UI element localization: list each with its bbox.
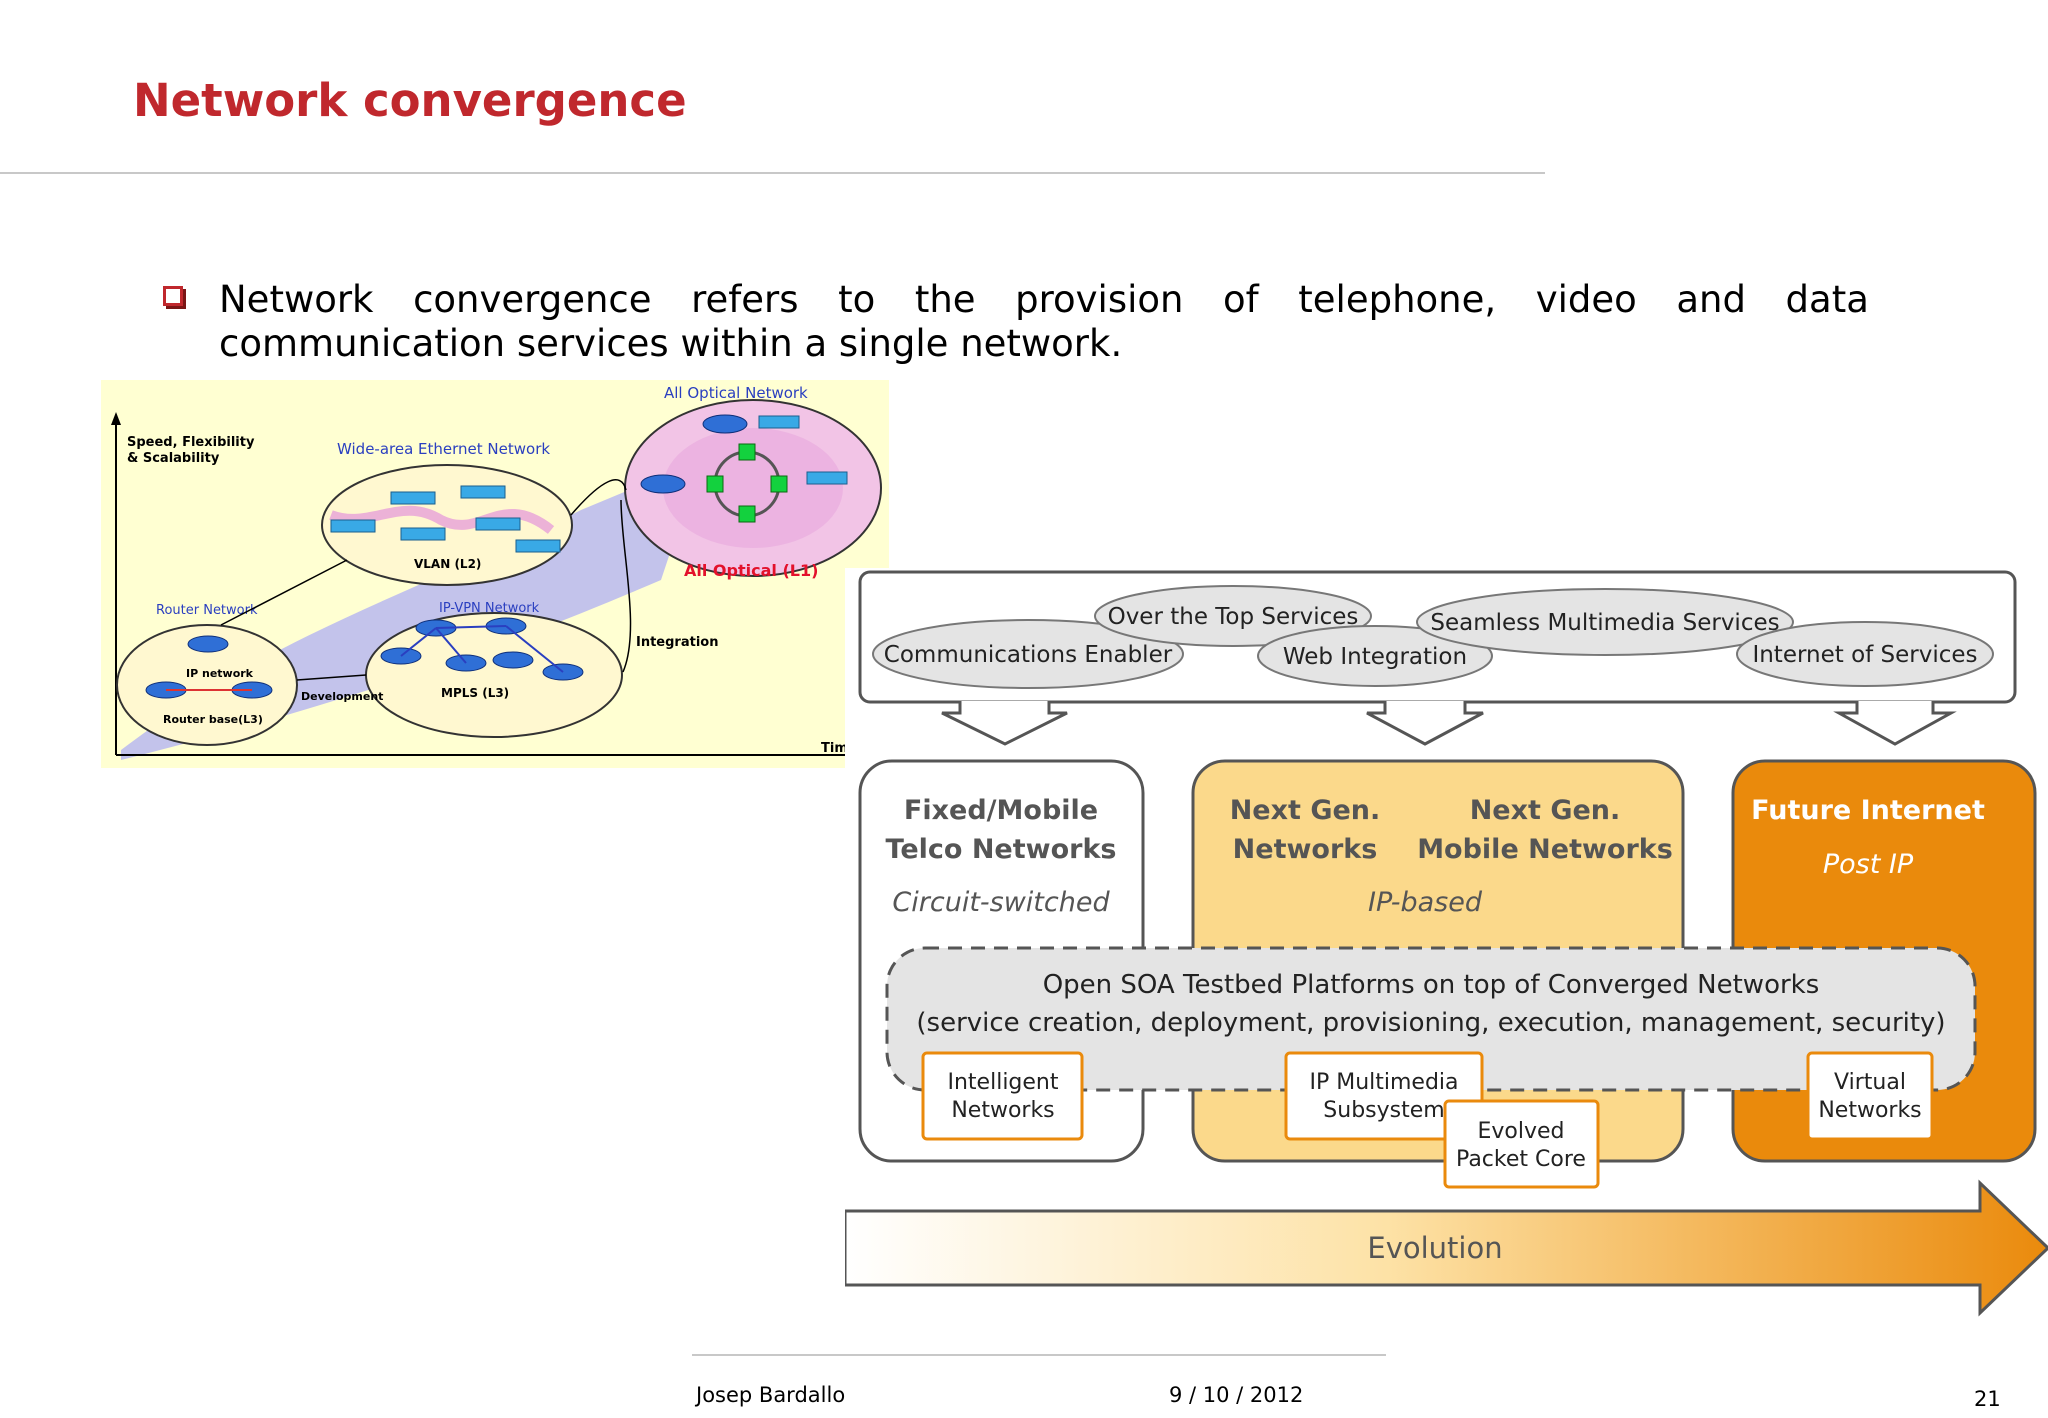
footer-divider: [692, 1354, 1386, 1356]
router-label: Router base(L3): [163, 713, 263, 726]
virtual-networks-2: Networks: [1818, 1098, 1921, 1123]
virtual-networks-1: Virtual: [1834, 1070, 1906, 1095]
router-title: Router Network: [156, 603, 258, 618]
bullet-paragraph: Network convergence refers to the provis…: [219, 278, 1869, 366]
bullet-line-2: communication services within a single n…: [219, 322, 1123, 365]
word: data: [1785, 278, 1869, 321]
y-axis-label: Speed, Flexibility: [127, 435, 255, 450]
future-subtitle: Post IP: [1823, 849, 1914, 880]
mpls-label: MPLS (L3): [441, 686, 509, 700]
integration-label: Integration: [636, 635, 718, 650]
fixed-title-1: Fixed/Mobile: [904, 795, 1098, 826]
intelligent-networks-1: Intelligent: [948, 1070, 1059, 1095]
optical-label: All Optical (L1): [684, 561, 818, 580]
footer-author: Josep Bardallo: [696, 1383, 846, 1407]
service-bubble-ott: Over the Top Services: [1108, 604, 1359, 630]
epc-1: Evolved: [1477, 1119, 1564, 1144]
network-evolution-figure: Speed, Flexibility & Scalability Tim Wid…: [101, 380, 889, 768]
service-bubble-internet: Internet of Services: [1752, 642, 1977, 668]
footer-date: 9 / 10 / 2012: [1169, 1383, 1304, 1407]
y-axis-label-2: & Scalability: [127, 451, 220, 466]
x-axis-label: Tim: [821, 741, 848, 756]
word: video: [1535, 278, 1637, 321]
optical-title: All Optical Network: [664, 384, 808, 402]
ip-subtitle: IP-based: [1368, 887, 1483, 918]
checkbox-bullet-icon: [163, 286, 183, 306]
epc-2: Packet Core: [1456, 1147, 1586, 1172]
fixed-subtitle: Circuit-switched: [892, 887, 1110, 918]
word: to: [838, 278, 876, 321]
service-bubble-multimedia: Seamless Multimedia Services: [1430, 610, 1779, 636]
slide-title: Network convergence: [133, 74, 687, 127]
word: telephone,: [1298, 278, 1497, 321]
page-number: 21: [1974, 1387, 2001, 1411]
bullet-line-1: Network convergence refers to the provis…: [219, 278, 1869, 322]
ngn-title-2: Networks: [1233, 834, 1378, 865]
ipvpn-title: IP-VPN Network: [439, 601, 540, 616]
development-label: Development: [301, 690, 383, 703]
convergence-evolution-figure: Communications Enabler Over the Top Serv…: [845, 568, 2048, 1318]
word: provision: [1015, 278, 1184, 321]
router-inner-label: IP network: [186, 667, 254, 680]
vlan-label: VLAN (L2): [414, 557, 481, 571]
soa-line-2: (service creation, deployment, provision…: [916, 1008, 1945, 1038]
ethernet-title: Wide-area Ethernet Network: [337, 440, 550, 458]
future-title: Future Internet: [1751, 795, 1985, 826]
title-divider: [0, 172, 1545, 174]
evolution-label: Evolution: [1367, 1231, 1502, 1265]
service-bubble-web: Web Integration: [1283, 644, 1467, 670]
word: and: [1676, 278, 1746, 321]
ims-1: IP Multimedia: [1309, 1070, 1458, 1095]
ngn-title-1: Next Gen.: [1230, 795, 1381, 826]
word: Network: [219, 278, 374, 321]
soa-line-1: Open SOA Testbed Platforms on top of Con…: [1043, 970, 1820, 1000]
word: of: [1223, 278, 1259, 321]
word: refers: [691, 278, 799, 321]
ims-2: Subsystem: [1323, 1098, 1444, 1123]
word: the: [914, 278, 976, 321]
word: convergence: [413, 278, 652, 321]
service-bubble-communications: Communications Enabler: [884, 642, 1173, 668]
ngmn-title-1: Next Gen.: [1470, 795, 1621, 826]
fixed-title-2: Telco Networks: [885, 834, 1116, 865]
ngmn-title-2: Mobile Networks: [1417, 834, 1673, 865]
intelligent-networks-2: Networks: [951, 1098, 1054, 1123]
